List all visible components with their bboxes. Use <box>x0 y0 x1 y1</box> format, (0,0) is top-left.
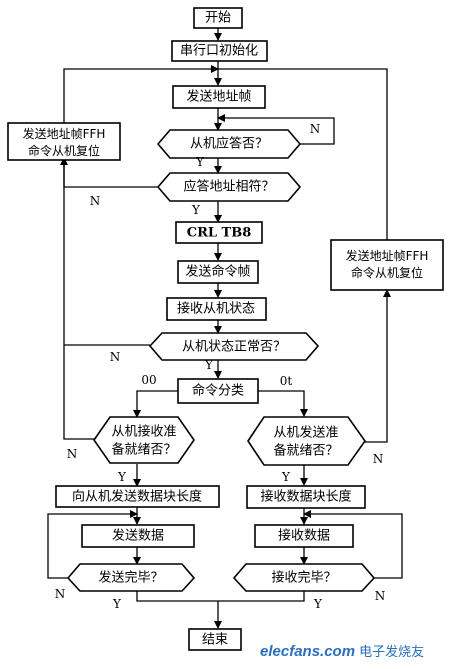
recv-data-box <box>254 524 354 548</box>
init-label: 串行口初始化 <box>180 44 258 59</box>
send-data-label: 发送数据 <box>112 528 164 544</box>
edge-sendready-no <box>365 289 391 443</box>
send-addr-box <box>172 85 266 109</box>
reset-left-line1: 发送地址帧FFH <box>23 126 106 141</box>
edge-reset-left-loop <box>63 65 219 123</box>
label-status-no: N <box>110 350 121 364</box>
edge-label-texts: N Y N Y N Y 00 0t N Y N Y N Y N Y <box>55 122 386 611</box>
edge-senddone-yes <box>136 591 218 602</box>
send-ready-line1: 从机发送准 <box>273 425 338 441</box>
recv-ready-line1: 从机接收准 <box>111 424 176 440</box>
label-senddone-no: N <box>55 587 66 601</box>
edge-recvready-no <box>63 160 94 440</box>
send-cmd-label: 发送命令帧 <box>185 264 250 280</box>
cmd-class-label: 命令分类 <box>192 383 244 399</box>
node-shapes <box>7 7 444 651</box>
send-ready-line2: 备就绪否？ <box>273 443 338 459</box>
init-box <box>171 40 268 62</box>
start-label: 开始 <box>205 11 231 26</box>
edge-senddone-no <box>47 510 138 579</box>
label-senddone-yes: Y <box>112 597 122 611</box>
edge-right-rail <box>218 68 388 240</box>
label-ack-no: N <box>310 122 321 136</box>
addr-match-label: 应答地址相符？ <box>183 179 274 195</box>
label-status-yes: Y <box>204 358 214 372</box>
start-terminal <box>193 7 243 29</box>
recv-len-label: 接收数据块长度 <box>260 489 351 505</box>
label-recvready-no: N <box>67 447 78 461</box>
end-label: 结束 <box>202 633 228 648</box>
edge-ack-no-loop <box>217 114 335 145</box>
label-branch-00: 00 <box>141 373 156 387</box>
label-ack-yes: Y <box>195 155 205 169</box>
recv-data-label: 接收数据 <box>278 528 330 544</box>
status-ok-label: 从机状态正常否？ <box>182 340 286 355</box>
status-ok-diamond <box>148 332 320 361</box>
send-len-label: 向从机发送数据块长度 <box>72 489 202 505</box>
watermark-cjk: 电子发烧友 <box>359 644 425 659</box>
edge-cmd-00 <box>133 390 178 418</box>
edge-recvdone-no <box>303 510 403 579</box>
slave-ack-diamond <box>156 129 302 159</box>
label-match-yes: Y <box>191 203 201 217</box>
send-cmd-box <box>177 260 259 284</box>
reset-right-line2: 命令从机复位 <box>351 265 423 280</box>
recv-status-box <box>166 297 267 321</box>
edge-cmd-01 <box>258 390 308 417</box>
send-len-box <box>55 485 220 508</box>
send-done-diamond <box>66 563 196 592</box>
node-texts: 开始 串行口初始化 发送地址帧 从机应答否？ 应答地址相符？ 发送地址帧FFH … <box>23 11 429 648</box>
addr-match-diamond <box>156 172 302 202</box>
send-addr-label: 发送地址帧 <box>186 89 251 105</box>
label-recvdone-no: N <box>375 589 386 603</box>
label-branch-01: 0t <box>280 374 293 388</box>
clr-tb8-box <box>175 221 263 244</box>
watermark-site: elecfans <box>260 643 321 660</box>
recv-done-label: 接收完毕？ <box>271 570 336 586</box>
connectors <box>47 28 403 629</box>
end-terminal <box>188 628 242 651</box>
label-sendready-no: N <box>373 452 384 466</box>
send-ready-diamond <box>247 416 366 466</box>
label-match-no: N <box>90 194 101 208</box>
send-data-box <box>81 524 195 548</box>
reset-right-line1: 发送地址帧FFH <box>346 248 429 263</box>
clr-tb8-label: CRL TB8 <box>187 226 252 241</box>
label-sendready-yes: Y <box>281 470 291 484</box>
cmd-class-box <box>177 378 259 404</box>
recv-done-diamond <box>232 563 376 592</box>
edge-match-no-reset <box>60 157 158 188</box>
reset-left-box <box>7 122 121 161</box>
slave-ack-label: 从机应答否？ <box>190 136 268 152</box>
recv-ready-diamond <box>93 416 195 464</box>
reset-left-line2: 命令从机复位 <box>28 143 100 158</box>
send-done-label: 发送完毕？ <box>98 570 163 586</box>
watermark-domain: .com <box>320 643 356 660</box>
reset-right-box <box>330 239 444 291</box>
label-recvdone-yes: Y <box>313 597 323 611</box>
recv-len-box <box>246 485 366 509</box>
edge-recvdone-yes <box>218 591 305 602</box>
recv-status-label: 接收从机状态 <box>177 301 255 317</box>
label-recvready-yes: Y <box>117 470 127 484</box>
recv-ready-line2: 备就绪否？ <box>111 442 176 458</box>
